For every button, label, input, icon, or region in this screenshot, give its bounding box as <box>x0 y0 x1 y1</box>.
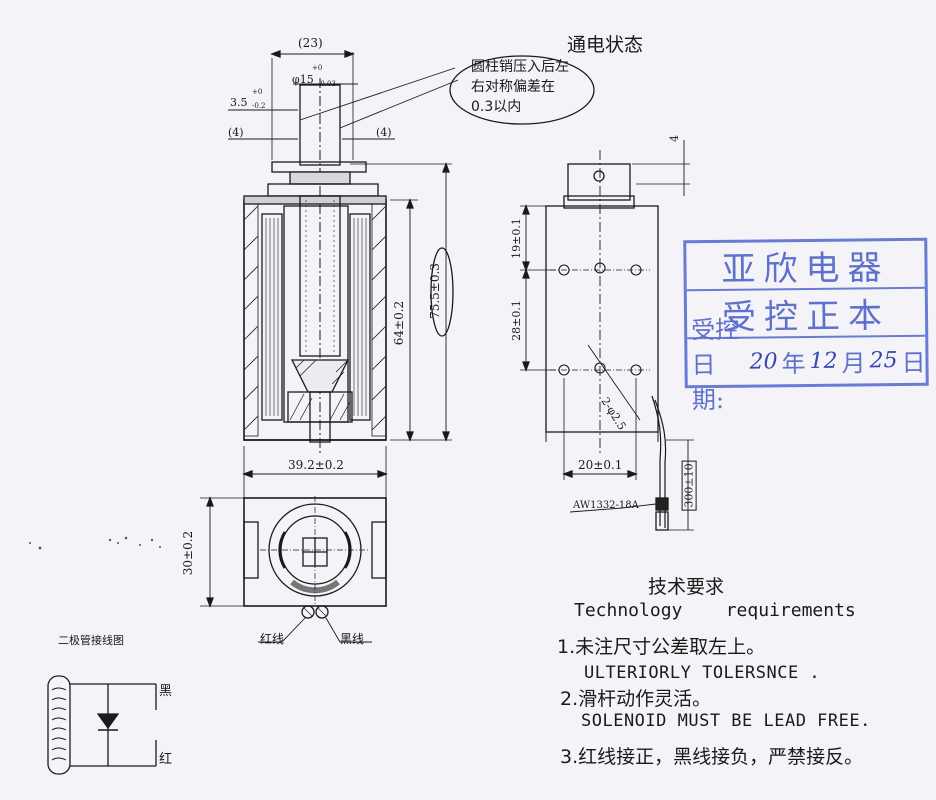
dim-28: 28±0.1 <box>509 300 523 341</box>
side-view <box>520 140 694 531</box>
stamp-month: 12 <box>809 348 838 374</box>
requirement-1-zh: 1.未注尺寸公差取左上。 <box>557 636 766 658</box>
requirements-title-en: Technology requirements <box>574 600 856 621</box>
dim-19: 19±0.1 <box>509 218 523 259</box>
dim-3-5-tol-upper: +0 <box>252 88 263 96</box>
stamp-day: 25 <box>869 347 898 373</box>
callout-note-line1: 圆柱销压入后左 <box>471 59 569 75</box>
dim-phi15-tol-lower: -0.03 <box>318 80 336 88</box>
stamp-date-label: 受控日期: <box>691 315 740 414</box>
callout-note-line2: 右对称偏差在 <box>471 79 555 95</box>
black-wire-label: 黑线 <box>340 632 365 646</box>
stamp-company: 亚欣电器 <box>686 240 925 292</box>
dim-phi15-tol-upper: +0 <box>312 64 323 72</box>
power-state-title: 通电状态 <box>567 34 644 56</box>
dim-75-5: 75.5±0.3 <box>427 263 442 319</box>
dim-4-right: (4) <box>376 126 392 139</box>
dim-23: (23) <box>298 36 323 50</box>
dim-3-5: 3.5 <box>230 96 248 109</box>
controlled-copy-stamp: 亚欣电器 受控正本 受控日期: 20 年 12 月 25 日 <box>683 237 929 414</box>
wire-tag: AW1332-18A <box>573 500 639 511</box>
front-section-view <box>228 50 595 455</box>
diode-diagram-title: 二极管接线图 <box>58 634 124 647</box>
dim-3-5-tol-lower: -0.2 <box>252 102 266 110</box>
requirements-title-zh: 技术要求 <box>648 576 725 598</box>
callout-note-line3: 0.3以内 <box>471 99 522 115</box>
bottom-view <box>200 446 388 643</box>
dim-39-2: 39.2±0.2 <box>288 458 344 472</box>
dim-300: 300±10 <box>681 460 697 511</box>
stamp-year: 20 <box>749 348 778 375</box>
requirement-3-zh: 3.红线接正，黑线接负，严禁接反。 <box>560 746 864 768</box>
dim-4-left: (4) <box>228 126 244 139</box>
red-wire-label: 红线 <box>260 632 285 646</box>
diode-diagram <box>47 675 157 775</box>
dim-4-top: 4 <box>668 135 681 142</box>
requirement-2-en: SOLENOID MUST BE LEAD FREE. <box>581 711 871 731</box>
dim-30: 30±0.2 <box>181 530 196 576</box>
stamp-date-row: 受控日期: 20 年 12 月 25 日 <box>687 315 926 413</box>
dim-64: 64±0.2 <box>392 300 407 346</box>
stamp-month-unit: 月 <box>841 348 866 378</box>
requirement-2-zh: 2.滑杆动作灵活。 <box>560 688 712 710</box>
stamp-day-unit: 日 <box>901 348 926 377</box>
diode-black-label: 黑 <box>159 684 173 699</box>
requirement-1-en: ULTERIORLY TOLERSNCE . <box>584 663 821 683</box>
dim-20: 20±0.1 <box>578 458 623 472</box>
diode-red-label: 红 <box>159 752 173 767</box>
dim-phi15: φ15 <box>292 73 314 86</box>
stamp-year-unit: 年 <box>781 349 806 378</box>
